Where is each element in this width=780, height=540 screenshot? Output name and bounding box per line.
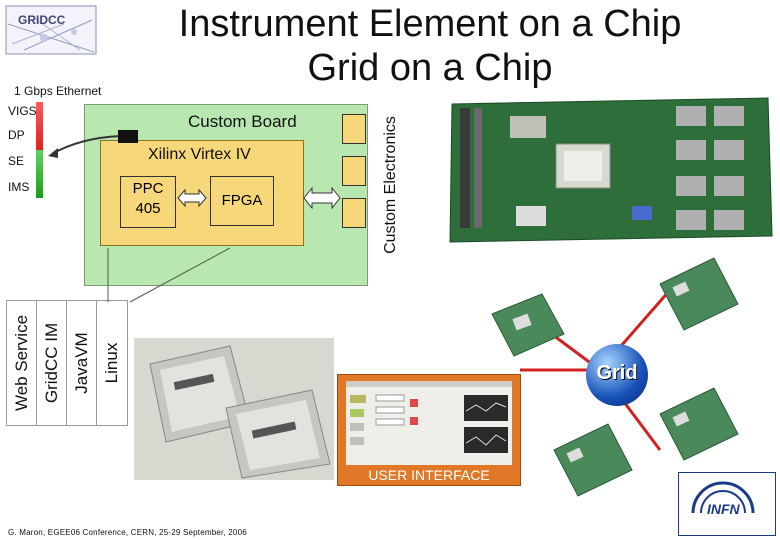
- fpga-block: FPGA: [210, 176, 274, 226]
- ethernet-cable: [48, 135, 121, 158]
- user-interface-screen: [346, 381, 512, 465]
- electronics-chip-3: [342, 198, 366, 228]
- stack-javavm: JavaVM: [66, 300, 98, 426]
- side-label-dp: DP: [8, 128, 25, 142]
- electronics-chip-2: [342, 156, 366, 186]
- gridcc-logo-text: GRIDCC: [18, 13, 66, 27]
- ppc-fpga-arrow: [177, 188, 207, 208]
- title-line-2: Grid on a Chip: [307, 47, 553, 89]
- fpga-stack-connector: [107, 247, 231, 303]
- xilinx-chips-photo: [134, 338, 334, 480]
- board-electronics-arrow: [303, 186, 341, 210]
- stack-web-service: Web Service: [6, 300, 38, 426]
- stack-label-linux: Linux: [102, 342, 121, 384]
- user-interface-label: USER INTERFACE: [368, 467, 490, 483]
- ethernet-label: 1 Gbps Ethernet: [14, 84, 102, 98]
- gridcc-logo-graphic: [5, 5, 97, 55]
- grid-board-3: [659, 387, 739, 461]
- infn-logo-graphic: [691, 481, 755, 514]
- custom-electronics-label: Custom Electronics: [382, 116, 399, 254]
- xilinx-label: Xilinx Virtex IV: [148, 146, 251, 163]
- layer-color-red: [36, 102, 43, 150]
- stack-gridcc-im: GridCC IM: [36, 300, 68, 426]
- user-interface-panel: USER INTERFACE: [337, 374, 521, 486]
- stack-label-javavm: JavaVM: [72, 332, 91, 394]
- layer-color-bar: [36, 102, 43, 198]
- grid-board-4: [553, 423, 633, 497]
- ppc-block: PPC 405: [120, 176, 176, 228]
- layer-color-green: [36, 150, 43, 198]
- gridcc-logo: GRIDCC: [4, 4, 100, 58]
- board-photo: [446, 96, 776, 246]
- stack-label-web-service: Web Service: [12, 314, 31, 412]
- grid-board-2: [659, 257, 739, 331]
- title-line-1: Instrument Element on a Chip: [178, 3, 682, 45]
- side-label-vigs: VIGS: [8, 104, 37, 118]
- custom-electronics-label-box: Custom Electronics: [376, 100, 406, 270]
- stack-label-gridcc-im: GridCC IM: [42, 322, 61, 404]
- electronics-chip-1: [342, 114, 366, 144]
- fpga-label: FPGA: [221, 192, 263, 209]
- grid-globe: Grid: [586, 344, 648, 406]
- side-label-se: SE: [8, 154, 25, 168]
- side-label-ims: IMS: [8, 180, 30, 194]
- user-interface-screenshot: [346, 381, 512, 453]
- stack-linux: Linux: [96, 300, 128, 426]
- footer-citation: G. Maron, EGEE06 Conference, CERN, 25-29…: [8, 528, 247, 537]
- grid-globe-label: Grid: [596, 362, 638, 384]
- custom-board-label: Custom Board: [188, 112, 297, 131]
- grid-board-1: [491, 293, 565, 357]
- infn-logo: INFN: [678, 472, 776, 536]
- ppc-label: PPC 405: [132, 180, 164, 217]
- ethernet-connector: [118, 130, 138, 143]
- page-title: Instrument Element on a Chip Grid on a C…: [160, 2, 700, 90]
- infn-logo-text: INFN: [707, 501, 740, 517]
